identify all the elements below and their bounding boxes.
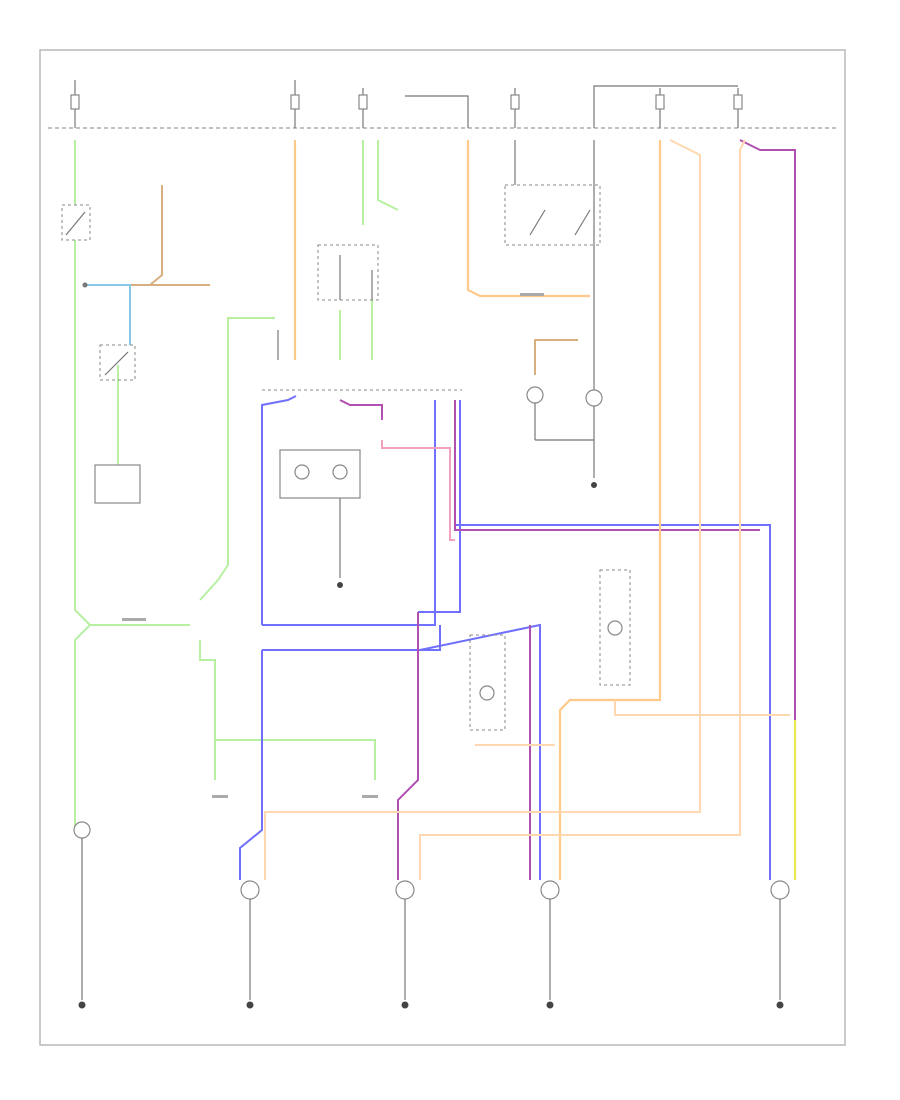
relay-center bbox=[317, 244, 379, 301]
lamp-lower-1 bbox=[240, 880, 260, 1009]
switch-left bbox=[99, 344, 136, 381]
fuse-2 bbox=[290, 80, 300, 128]
module-left bbox=[94, 464, 141, 504]
light-orange-wire-b bbox=[419, 139, 746, 880]
ground-right-top bbox=[591, 482, 597, 488]
green-wire-fuse-3-b bbox=[377, 140, 399, 211]
lamp-lower-left bbox=[73, 821, 91, 1009]
bulb-right-b bbox=[585, 389, 603, 440]
green-wire-down-a bbox=[199, 640, 376, 780]
fuse-6 bbox=[733, 88, 743, 128]
lamp-module-center-right bbox=[469, 634, 506, 731]
green-wire-left bbox=[74, 140, 190, 830]
light-orange-wire-a bbox=[264, 139, 701, 880]
fuse-4 bbox=[510, 88, 520, 128]
orange-wire-fuse-5 bbox=[558, 140, 662, 880]
fuses bbox=[70, 80, 743, 128]
fuse-3 bbox=[358, 88, 368, 128]
relay-right-top bbox=[504, 140, 601, 390]
fuse-5 bbox=[655, 88, 665, 128]
tan-wire-right-bulbs bbox=[534, 339, 578, 375]
bulb-right-ground-wire bbox=[535, 439, 595, 478]
connector-node bbox=[82, 282, 88, 288]
connector-markers bbox=[122, 293, 544, 798]
pink-wire bbox=[381, 440, 455, 541]
tan-wire-top-left bbox=[85, 185, 163, 286]
bulb-right-a bbox=[526, 386, 544, 440]
ground-center bbox=[337, 582, 343, 588]
blue-wires bbox=[239, 395, 771, 880]
lamp-lower-2 bbox=[395, 880, 415, 1009]
diagram-frame bbox=[39, 49, 846, 1046]
module-center bbox=[279, 449, 361, 578]
component-top-left bbox=[61, 204, 91, 241]
light-blue-wire bbox=[85, 284, 131, 345]
fuse-1 bbox=[70, 80, 80, 128]
lamp-module-right bbox=[599, 569, 631, 686]
purple-wires bbox=[339, 139, 796, 880]
lamp-lower-4 bbox=[770, 880, 790, 1009]
light-orange-wire-c bbox=[614, 700, 790, 716]
lamp-lower-3 bbox=[540, 880, 560, 1009]
green-wire-center-left bbox=[217, 317, 275, 581]
green-wire-connector-a bbox=[199, 579, 219, 601]
orange-wire-fuse-4 bbox=[466, 140, 590, 298]
